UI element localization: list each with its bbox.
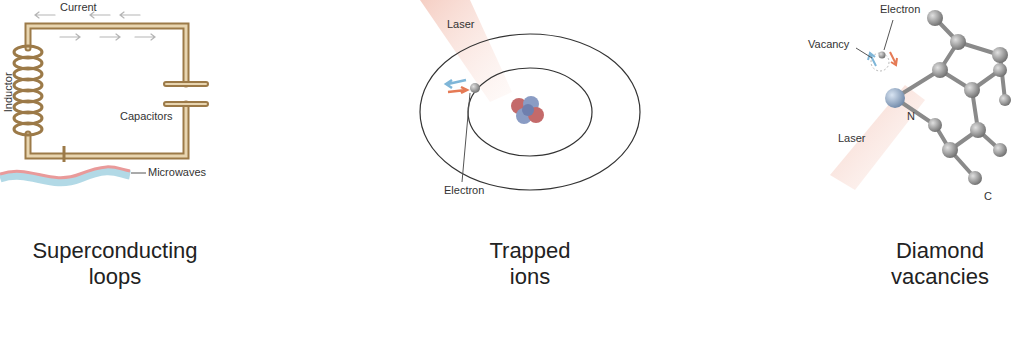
part-label: Laser <box>447 18 475 31</box>
part-label: Electron <box>880 3 920 16</box>
part-label: Capacitors <box>120 110 173 123</box>
part-label: Inductor <box>2 72 15 112</box>
part-label: Laser <box>838 132 866 145</box>
lc-circuit <box>14 12 206 156</box>
part-label: Electron <box>444 184 484 197</box>
caption: Superconducting loops <box>25 238 205 291</box>
part-label: Current <box>60 1 97 14</box>
nv-center <box>830 10 1011 190</box>
caption: Trapped ions <box>475 238 585 291</box>
microwave-line <box>0 146 146 182</box>
caption: Diamond vacancies <box>885 238 995 291</box>
part-label: Microwaves <box>148 166 206 179</box>
part-label: N <box>907 110 915 123</box>
trapped-ion <box>420 0 640 190</box>
part-label: C <box>984 190 992 203</box>
part-label: Vacancy <box>808 38 849 51</box>
